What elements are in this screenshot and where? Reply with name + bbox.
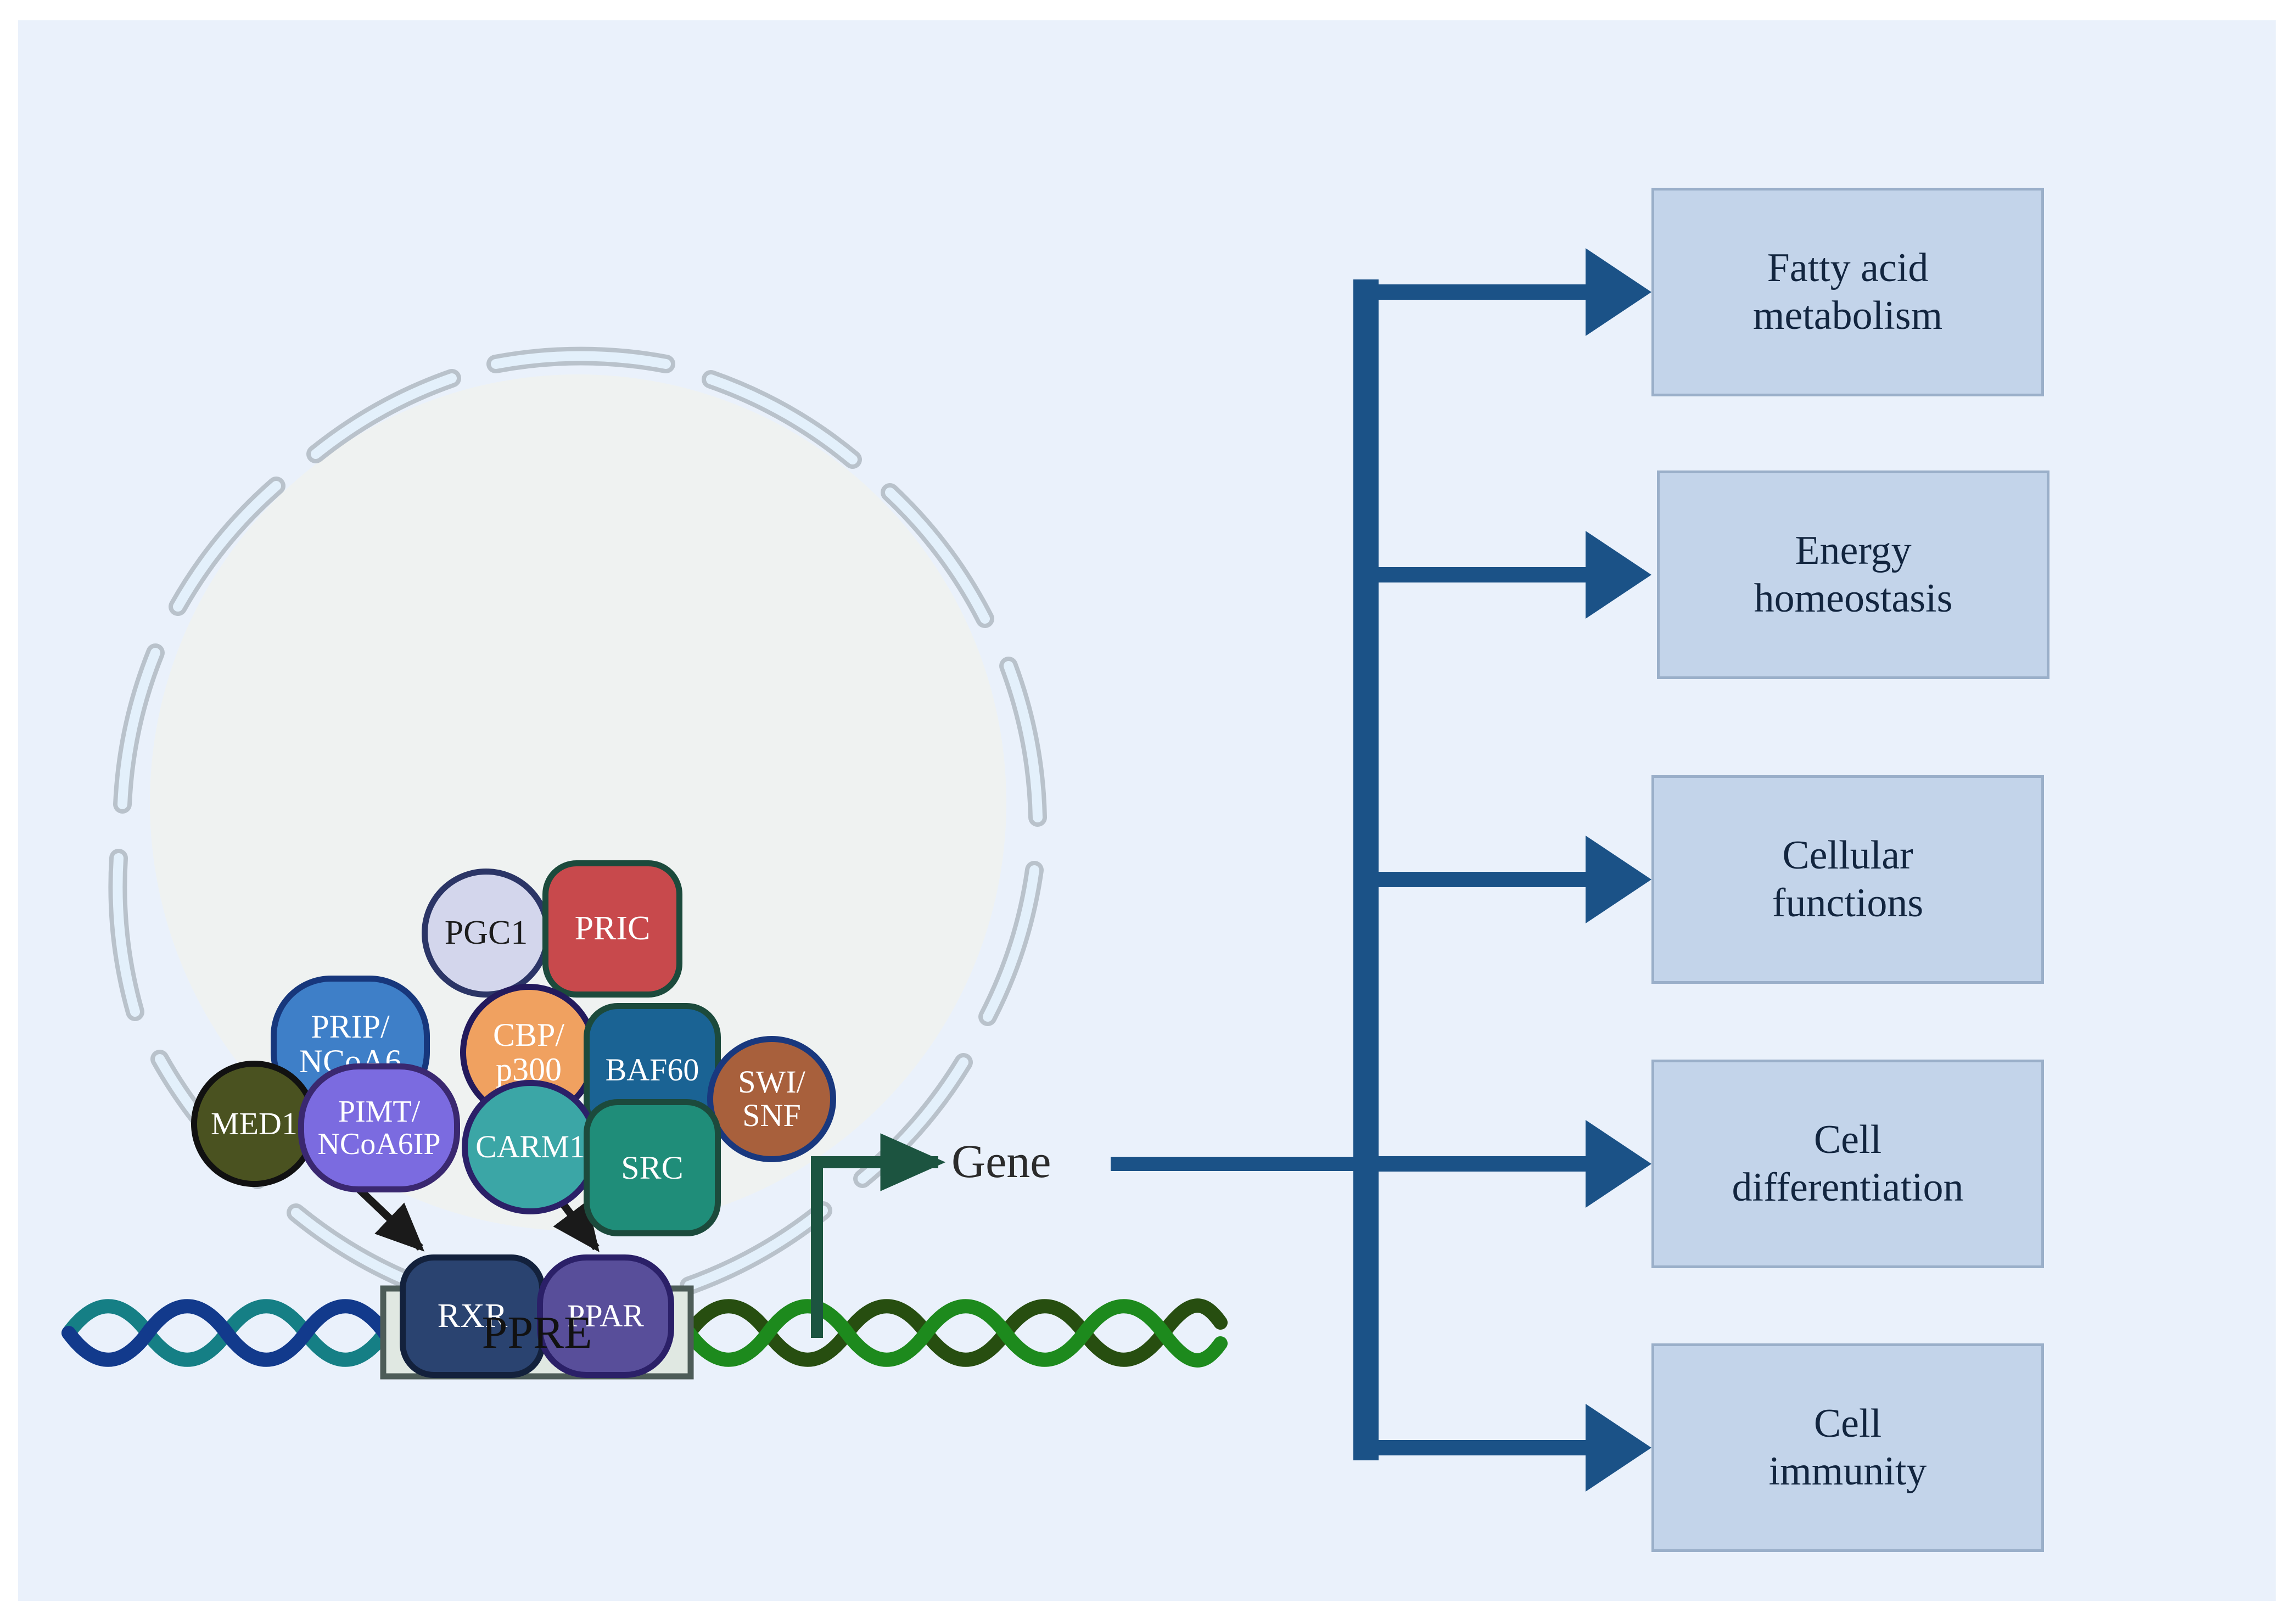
outcome-label-cell-differentiation: Cell differentiation <box>1732 1117 1964 1210</box>
protein-node-ppar[interactable]: PPAR <box>537 1254 674 1378</box>
protein-label-pimt-ncoa6ip: PIMT/ NCoA6IP <box>317 1094 441 1161</box>
protein-label-rxr: RXR <box>437 1297 508 1335</box>
dna-left <box>61 1299 392 1367</box>
outcome-box-cell-differentiation[interactable]: Cell differentiation <box>1651 1060 2044 1268</box>
protein-label-pgc1: PGC1 <box>444 914 528 951</box>
protein-label-ppar: PPAR <box>567 1298 644 1334</box>
protein-node-carm1[interactable]: CARM1 <box>462 1080 599 1214</box>
protein-node-pimt-ncoa6ip[interactable]: PIMT/ NCoA6IP <box>298 1063 460 1192</box>
ppre-label: PPRE <box>481 1307 592 1358</box>
outcome-arrowheads <box>1586 248 1651 1492</box>
protein-node-pric[interactable]: PRIC <box>542 860 682 998</box>
protein-node-pgc1[interactable]: PGC1 <box>422 869 551 998</box>
outcome-box-fatty-acid-metabolism[interactable]: Fatty acid metabolism <box>1651 188 2044 396</box>
outcome-label-cellular-functions: Cellular functions <box>1772 832 1924 926</box>
outcome-box-cellular-functions[interactable]: Cellular functions <box>1651 775 2044 984</box>
protein-label-baf60: BAF60 <box>605 1052 699 1088</box>
protein-node-swi-snf[interactable]: SWI/ SNF <box>707 1036 836 1162</box>
outcome-label-fatty-acid-metabolism: Fatty acid metabolism <box>1752 245 1943 338</box>
outcome-connector <box>1353 279 1588 1460</box>
protein-node-med1[interactable]: MED1 <box>191 1061 317 1187</box>
protein-label-carm1: CARM1 <box>475 1129 585 1165</box>
diagram-scene: PGC1 PRIC PRIP/ NCoA6 CBP/ p300 BAF60 SW… <box>18 20 2276 1601</box>
protein-label-src: SRC <box>621 1149 684 1186</box>
protein-label-med1: MED1 <box>211 1105 298 1141</box>
outcome-box-cell-immunity[interactable]: Cell immunity <box>1651 1343 2044 1552</box>
protein-node-src[interactable]: SRC <box>584 1099 721 1236</box>
dna-right <box>682 1298 1228 1368</box>
protein-label-swi-snf: SWI/ SNF <box>738 1064 805 1133</box>
protein-label-pric: PRIC <box>574 910 651 948</box>
protein-label-cbp-p300: CBP/ p300 <box>492 1017 565 1088</box>
gene-label: Gene <box>951 1135 1051 1187</box>
outcome-label-cell-immunity: Cell immunity <box>1768 1400 1927 1494</box>
outcome-label-energy-homeostasis: Energy homeostasis <box>1754 528 1953 621</box>
gene-transcription-arrow <box>811 1133 946 1338</box>
outcome-box-energy-homeostasis[interactable]: Energy homeostasis <box>1657 470 2049 679</box>
figure-canvas: PGC1 PRIC PRIP/ NCoA6 CBP/ p300 BAF60 SW… <box>18 20 2276 1601</box>
